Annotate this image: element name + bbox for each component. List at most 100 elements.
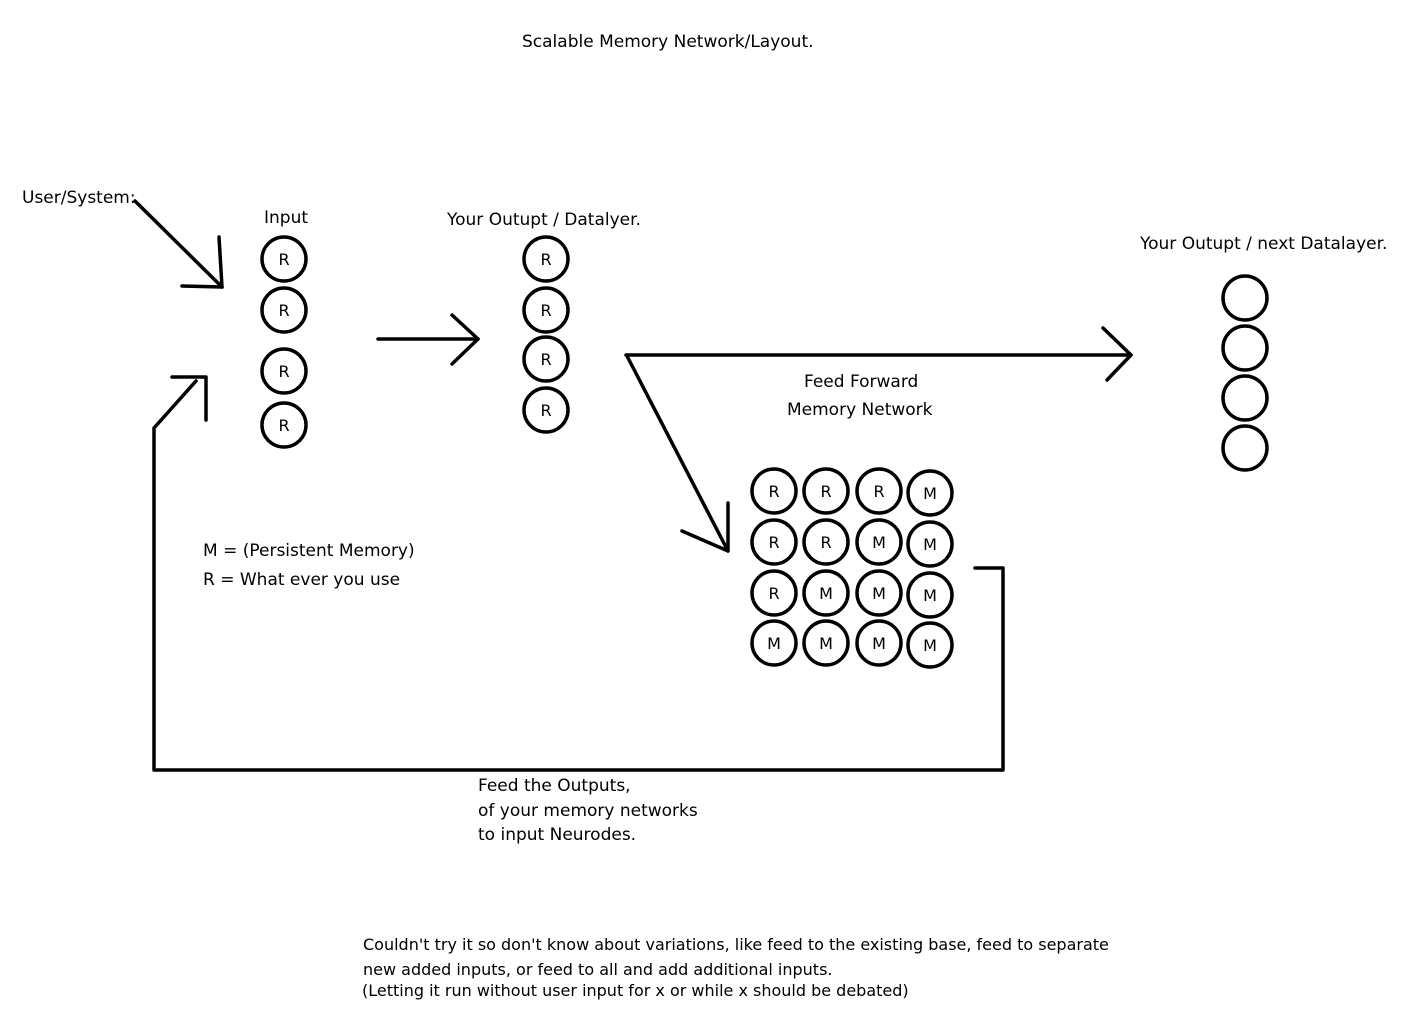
neurode-label: M — [767, 634, 781, 653]
neurode-label: R — [820, 482, 831, 501]
neurode-circle — [750, 619, 798, 667]
neurode-circle — [750, 467, 798, 515]
memory-neurode-m: M — [802, 569, 850, 617]
input-layer: R R R R — [260, 235, 308, 449]
neurode-label: M — [923, 636, 937, 655]
output-next-datalayer-label: Your Outupt / next Datalayer. — [1140, 234, 1388, 254]
next-datalayer — [1221, 274, 1269, 472]
output-neurode: R — [522, 286, 570, 334]
neurode-label: R — [278, 250, 289, 269]
neurode-label: R — [768, 533, 779, 552]
neurode-circle — [855, 619, 903, 667]
neurode-circle — [906, 520, 954, 568]
neurode-circle — [1221, 324, 1269, 372]
neurode-label: R — [540, 301, 551, 320]
memory-neurode-m: M — [906, 520, 954, 568]
input-neurode: R — [260, 235, 308, 283]
neurode-circle — [522, 235, 570, 283]
input-label: Input — [264, 208, 309, 228]
neurode-label: M — [819, 634, 833, 653]
memory-neurode-r: R — [802, 467, 850, 515]
neurode-circle — [802, 619, 850, 667]
neurode-circle — [260, 286, 308, 334]
to-memory-arrow-shaft — [625, 354, 730, 553]
neurode-circle — [522, 286, 570, 334]
output-neurode: R — [522, 386, 570, 434]
memory-neurode-r: R — [750, 467, 798, 515]
neurode-circle — [802, 569, 850, 617]
neurode-label: R — [278, 301, 289, 320]
diagram-title: Scalable Memory Network/Layout. — [522, 32, 814, 52]
neurode-circle — [522, 386, 570, 434]
input-neurode: R — [260, 401, 308, 449]
neurode-label: R — [820, 533, 831, 552]
to-next-layer-arrow-head — [1101, 326, 1133, 382]
memory-neurode-r: R — [750, 518, 798, 566]
neurode-label: M — [923, 484, 937, 503]
neurode-circle — [906, 571, 954, 619]
feed-forward-label: Feed Forward — [804, 372, 919, 392]
neurode-label: R — [768, 584, 779, 603]
neurode-label: R — [540, 401, 551, 420]
neurode-circle — [906, 621, 954, 669]
neurode-circle — [802, 518, 850, 566]
memory-neurode-r: R — [855, 467, 903, 515]
footer-note-line: (Letting it run without user input for x… — [362, 981, 909, 1000]
neurode-circle — [260, 347, 308, 395]
neurode-label: R — [540, 350, 551, 369]
neurode-circle — [1221, 424, 1269, 472]
memory-neurode-r: R — [802, 518, 850, 566]
feedback-note-line: Feed the Outputs, — [478, 776, 631, 796]
memory-neurode-m: M — [802, 619, 850, 667]
input-neurode: R — [260, 286, 308, 334]
memory-neurode-m: M — [855, 619, 903, 667]
neurode-label: M — [923, 586, 937, 605]
neurode-label: R — [540, 250, 551, 269]
neurode-circle — [522, 335, 570, 383]
feedback-loop-line — [152, 379, 1005, 772]
memory-neurode-m: M — [855, 518, 903, 566]
neurode-label: M — [819, 584, 833, 603]
neurode-label: M — [872, 584, 886, 603]
legend-m: M = (Persistent Memory) — [203, 541, 415, 561]
memory-network-label: Memory Network — [787, 400, 933, 420]
output-neurode: R — [522, 335, 570, 383]
memory-neurode-r: R — [750, 569, 798, 617]
input-to-output-arrow-head — [450, 313, 480, 366]
feedback-note-line: to input Neurodes. — [478, 825, 637, 845]
next-layer-neurode — [1221, 324, 1269, 372]
feedback-note-line: of your memory networks — [478, 801, 698, 821]
neurode-circle — [750, 518, 798, 566]
neurode-circle — [260, 401, 308, 449]
neurode-label: R — [768, 482, 779, 501]
neurode-circle — [1221, 374, 1269, 422]
neurode-circle — [802, 467, 850, 515]
memory-network-grid: R R R M R R M M R M M M M M M M — [750, 467, 954, 669]
user-arrow-head — [180, 235, 224, 289]
memory-neurode-m: M — [906, 621, 954, 669]
next-layer-neurode — [1221, 424, 1269, 472]
user-system-label: User/System: — [22, 188, 136, 208]
neurode-circle — [855, 467, 903, 515]
neurode-label: R — [873, 482, 884, 501]
footer-note-line: new added inputs, or feed to all and add… — [363, 960, 833, 979]
neurode-circle — [855, 518, 903, 566]
footer-note-line: Couldn't try it so don't know about vari… — [363, 935, 1109, 954]
neurode-circle — [906, 469, 954, 517]
neurode-circle — [855, 569, 903, 617]
neurode-circle — [260, 235, 308, 283]
next-layer-neurode — [1221, 374, 1269, 422]
neurode-label: M — [872, 634, 886, 653]
neurode-label: M — [923, 535, 937, 554]
neurode-label: R — [278, 416, 289, 435]
to-memory-arrow-head — [680, 501, 730, 553]
output-neurode: R — [522, 235, 570, 283]
neurode-label: M — [872, 533, 886, 552]
neurode-circle — [750, 569, 798, 617]
memory-neurode-m: M — [906, 469, 954, 517]
memory-neurode-m: M — [906, 571, 954, 619]
output-layer: R R R R — [522, 235, 570, 434]
input-neurode: R — [260, 347, 308, 395]
memory-neurode-m: M — [855, 569, 903, 617]
